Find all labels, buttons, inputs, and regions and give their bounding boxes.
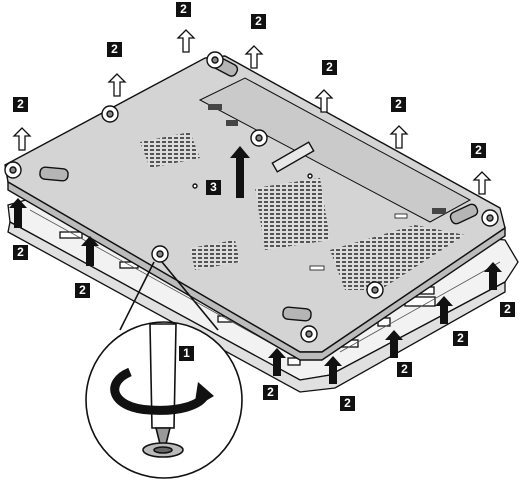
step-2-callout: 2 [176, 2, 191, 17]
rotate-arrow-icon [110, 367, 214, 415]
lift-arrow-icon [12, 29, 492, 195]
step-2-callout: 2 [471, 143, 486, 158]
screw-icon [4, 51, 499, 343]
step-2-callout: 2 [263, 385, 278, 400]
screwdriver-detail [85, 261, 243, 479]
step-2-callout: 2 [397, 362, 412, 377]
step-2-callout: 2 [13, 97, 28, 112]
step-2-callout: 2 [13, 245, 28, 260]
push-arrow-icon [9, 146, 502, 384]
step-2-callout: 2 [500, 302, 515, 317]
base-cover [4, 55, 506, 361]
step-2-callout: 2 [391, 97, 406, 112]
screwdriver-icon [142, 323, 184, 458]
step-2-callout: 2 [75, 283, 90, 298]
step-2-callout: 2 [453, 331, 468, 346]
step-1-callout: 1 [179, 346, 194, 361]
step-2-callout: 2 [340, 396, 355, 411]
step-3-callout: 3 [206, 180, 221, 195]
step-2-callout: 2 [107, 42, 122, 57]
step-2-callout: 2 [322, 60, 337, 75]
step-2-callout: 2 [251, 14, 266, 29]
